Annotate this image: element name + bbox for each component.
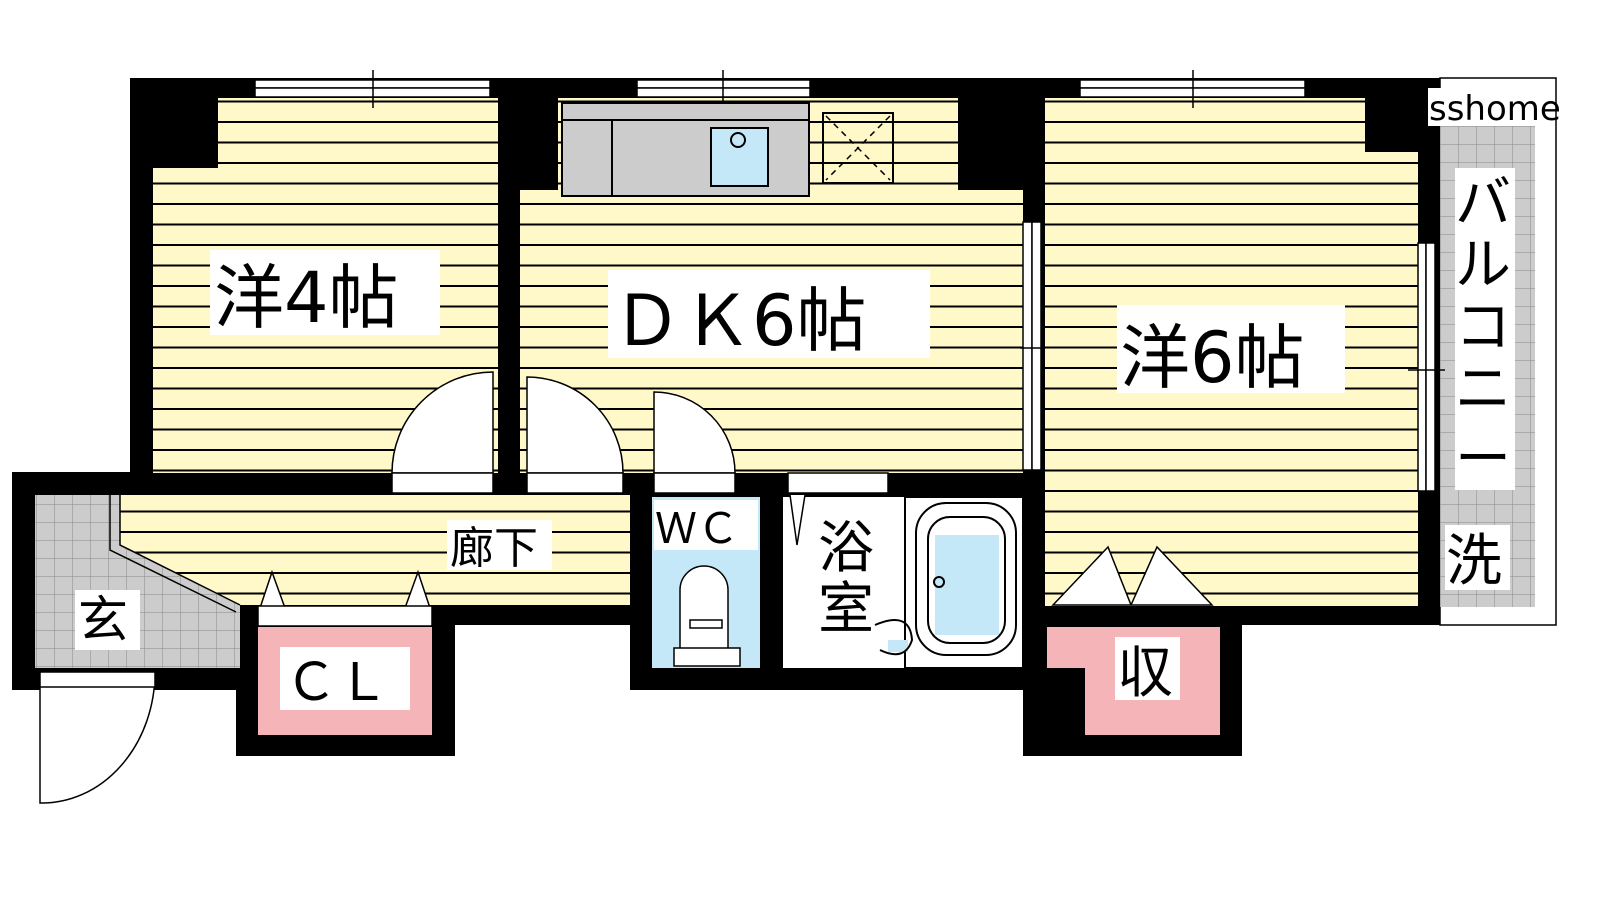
balcony xyxy=(1439,77,1557,626)
room-label-dk: ＤＫ6帖 xyxy=(612,280,867,362)
room-label-hallway: 廊下 xyxy=(450,523,538,574)
room-label-bath-1: 浴 xyxy=(818,516,874,581)
balcony-label-4: ニ xyxy=(1455,357,1511,422)
windows xyxy=(254,70,1445,492)
doors xyxy=(39,371,1214,804)
room-label-storage: 収 xyxy=(1117,641,1173,706)
balcony-label-3: コ xyxy=(1455,295,1511,360)
balcony-label-1: バ xyxy=(1455,171,1511,236)
bathtub-icon xyxy=(874,496,1024,669)
toilet-icon xyxy=(673,565,741,667)
kitchen-counter xyxy=(561,102,894,197)
stove-icon xyxy=(822,112,894,184)
sink-icon xyxy=(710,127,769,187)
room-label-western-4: 洋4帖 xyxy=(214,257,399,339)
room-label-bath-2: 室 xyxy=(818,577,874,642)
balcony-label-2: ル xyxy=(1455,233,1511,298)
balcony-label-5: ー xyxy=(1455,427,1511,492)
watermark-logo: sshome xyxy=(1429,89,1561,129)
room-label-closet: ＣＬ xyxy=(285,653,389,713)
room-label-western-6: 洋6帖 xyxy=(1120,317,1305,399)
laundry-label: 洗 xyxy=(1446,529,1502,594)
room-label-wc: ＷＣ xyxy=(655,504,739,553)
room-label-entrance: 玄 xyxy=(78,591,128,649)
